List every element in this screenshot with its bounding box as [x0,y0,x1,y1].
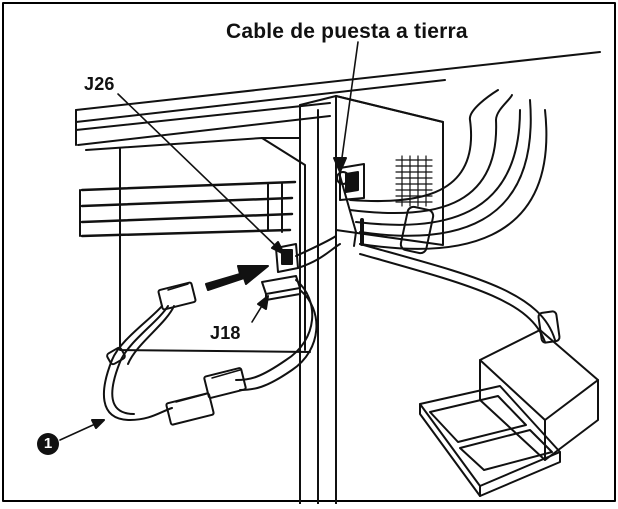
pedal-cable [359,243,561,344]
j26-arrowhead [271,241,285,255]
control-box [79,137,311,353]
j18-label: J18 [210,323,241,343]
ground-arrowhead [333,157,347,173]
ground-cable [339,175,357,247]
insert-arrow [205,265,269,291]
connector-cables [235,235,341,391]
foot-pedal [419,329,599,497]
ground-cable-label: Cable de puesta a tierra [226,20,468,43]
cable-bundle [349,89,548,255]
harness-part [102,281,247,426]
j18-arrowhead [257,295,269,310]
table-top [75,51,601,146]
power-box [335,95,444,246]
stand-post [299,95,444,505]
j26-label: J26 [84,74,115,94]
part-arrowhead [91,419,105,429]
part-number-badge: 1 [37,433,59,455]
diagram-frame [2,2,616,502]
